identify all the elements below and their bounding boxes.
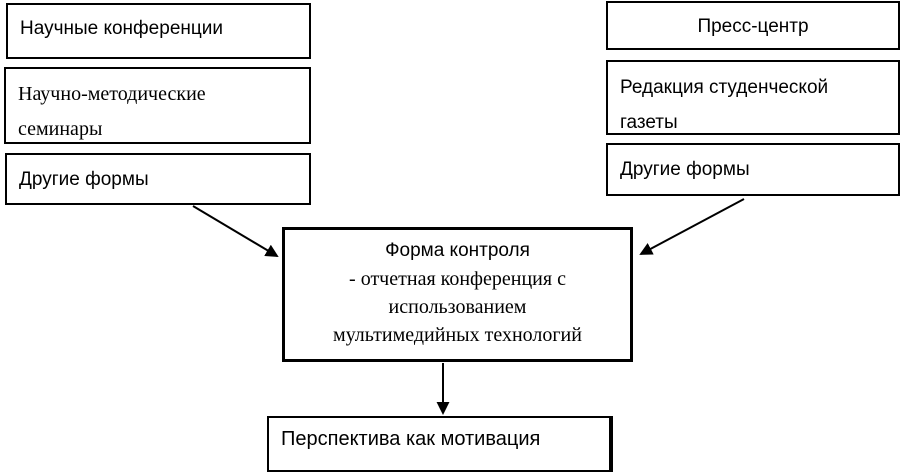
node-label-line: использованием	[388, 296, 527, 318]
node-perspective-motivation: Перспектива как мотивация	[267, 416, 613, 472]
node-other-forms-right: Другие формы	[606, 143, 900, 196]
node-label: Пресс-центр	[697, 16, 809, 37]
node-label: Редакция студенческой газеты	[620, 77, 829, 133]
node-press-center: Пресс-центр	[606, 1, 900, 50]
node-label: Научные конференции	[20, 18, 223, 39]
node-label: Другие формы	[19, 169, 149, 190]
node-label-line: мультимедийных технологий	[333, 324, 582, 346]
node-scientific-methodical-seminars: Научно-методические семинары	[4, 67, 311, 144]
node-label: Другие формы	[620, 159, 750, 180]
node-label: Научно-методические семинары	[18, 83, 206, 140]
node-label: Перспектива как мотивация	[281, 428, 541, 450]
arrow-right-other-forms-to-control	[639, 198, 745, 255]
node-other-forms-left: Другие формы	[5, 153, 311, 205]
node-scientific-conferences: Научные конференции	[6, 3, 311, 59]
node-control-form: Форма контроля - отчетная конференция с …	[282, 227, 633, 362]
node-student-newspaper-editorial: Редакция студенческой газеты	[606, 60, 900, 135]
arrow-left-other-forms-to-control	[192, 205, 279, 257]
node-label-line: - отчетная конференция с	[349, 268, 566, 290]
node-label: Форма контроля	[385, 240, 530, 261]
